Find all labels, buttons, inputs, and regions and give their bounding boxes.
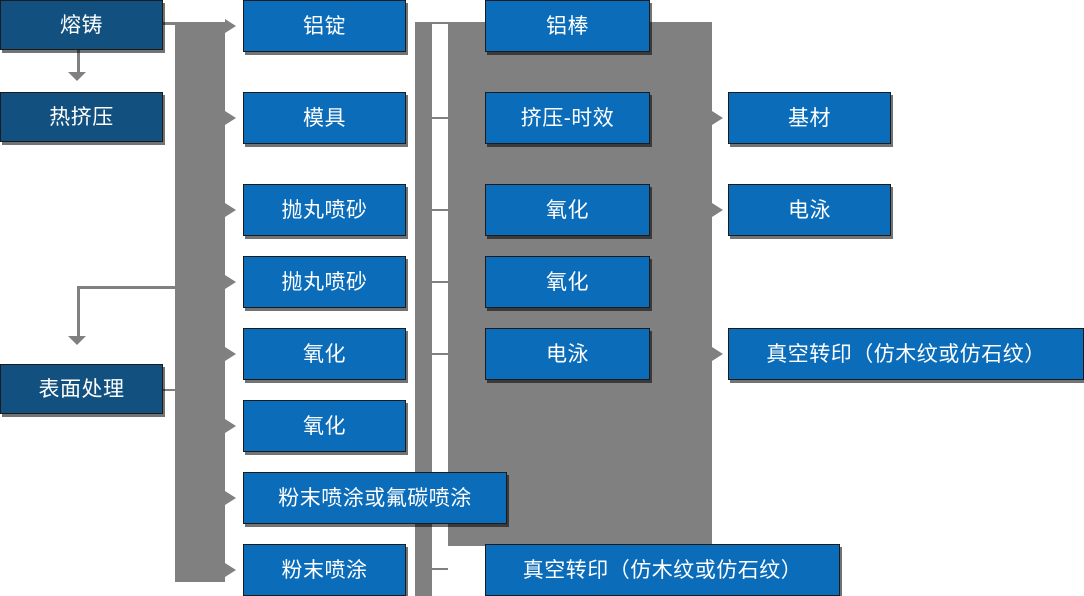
col2-box-6[interactable]: 粉末喷涂或氟碳喷涂	[243, 472, 507, 524]
shaft-to-col4-2	[700, 353, 712, 356]
middle-connector-1	[432, 117, 448, 119]
arrow-to-col4-0	[712, 111, 723, 125]
col3-box-0[interactable]: 铝棒	[485, 0, 650, 52]
col4-label-1: 电泳	[788, 198, 831, 222]
col4-box-0[interactable]: 基材	[728, 92, 891, 144]
col3-label-5: 真空转印（仿木纹或仿石纹）	[522, 558, 803, 582]
stage-label-1: 热挤压	[49, 105, 114, 129]
arrow-to-col4-2	[712, 347, 723, 361]
trunk-branch-rail	[77, 286, 175, 289]
middle-connector-3	[432, 281, 448, 283]
col2-box-3[interactable]: 抛丸喷砂	[243, 256, 406, 308]
shaft-to-col4-1	[700, 209, 712, 212]
trunk-down-arrow-1	[68, 72, 86, 81]
col4-box-1[interactable]: 电泳	[728, 184, 891, 236]
middle-connector-0	[432, 22, 448, 24]
middle-narrow-bar	[415, 22, 432, 546]
trunk-arrow-to-col2-3	[225, 275, 236, 289]
col4-label-2: 真空转印（仿木纹或仿石纹）	[766, 342, 1046, 366]
middle-connector-2	[432, 209, 448, 211]
col4-box-2[interactable]: 真空转印（仿木纹或仿石纹）	[728, 328, 1084, 380]
col2-label-7: 粉末喷涂	[281, 558, 368, 582]
col3-label-3: 氧化	[546, 270, 589, 294]
surface-treatment-connector	[163, 389, 177, 391]
col2-box-4[interactable]: 氧化	[243, 328, 406, 380]
col2-box-7[interactable]: 粉末喷涂	[243, 544, 406, 596]
col4-label-0: 基材	[788, 106, 831, 130]
col2-box-1[interactable]: 模具	[243, 92, 406, 144]
stage-box-melting-casting[interactable]: 熔铸	[0, 0, 163, 50]
col2-label-6: 粉末喷涂或氟碳喷涂	[278, 486, 472, 510]
col2-label-3: 抛丸喷砂	[281, 270, 368, 294]
stage-box-surface-treatment[interactable]: 表面处理	[0, 364, 163, 414]
col2-label-2: 抛丸喷砂	[281, 198, 368, 222]
stage-box-hot-extrusion[interactable]: 热挤压	[0, 92, 163, 142]
shaft-to-col4-0	[700, 117, 712, 120]
col2-box-2[interactable]: 抛丸喷砂	[243, 184, 406, 236]
col3-box-1[interactable]: 挤压-时效	[485, 92, 650, 144]
col2-box-5[interactable]: 氧化	[243, 400, 406, 452]
col3-label-2: 氧化	[546, 198, 589, 222]
stage-label-0: 熔铸	[60, 13, 103, 37]
trunk-arrow-to-col2-5	[225, 419, 236, 433]
col3-box-4[interactable]: 电泳	[485, 328, 650, 380]
trunk-arrow-to-col2-2	[225, 203, 236, 217]
stage-label-2: 表面处理	[38, 377, 125, 401]
middle-connector-5	[432, 568, 448, 570]
arrow-to-col4-1	[712, 203, 723, 217]
col2-box-0[interactable]: 铝锭	[243, 0, 406, 52]
col3-label-0: 铝棒	[546, 14, 589, 38]
trunk-arrow-to-col2-1	[225, 111, 236, 125]
col3-box-3[interactable]: 氧化	[485, 256, 650, 308]
trunk-arrow-to-col2-7	[225, 563, 236, 577]
trunk-down-arrow-2	[68, 336, 86, 345]
trunk-arrow-to-col2-0	[225, 19, 236, 33]
col3-box-2[interactable]: 氧化	[485, 184, 650, 236]
col3-label-1: 挤压-时效	[520, 106, 615, 130]
trunk-arrow-to-col2-6	[225, 491, 236, 505]
col2-label-5: 氧化	[303, 414, 346, 438]
trunk-branch-to-stage-3	[77, 286, 80, 338]
left-trunk-bar	[175, 22, 225, 582]
col2-label-4: 氧化	[303, 342, 346, 366]
middle-connector-4	[432, 353, 448, 355]
col3-label-4: 电泳	[546, 342, 589, 366]
trunk-arrow-to-col2-4	[225, 347, 236, 361]
col3-box-5[interactable]: 真空转印（仿木纹或仿石纹）	[485, 544, 840, 596]
middle-narrow-bar-lower	[415, 546, 432, 596]
col2-label-0: 铝锭	[303, 14, 346, 38]
col2-label-1: 模具	[303, 106, 346, 130]
